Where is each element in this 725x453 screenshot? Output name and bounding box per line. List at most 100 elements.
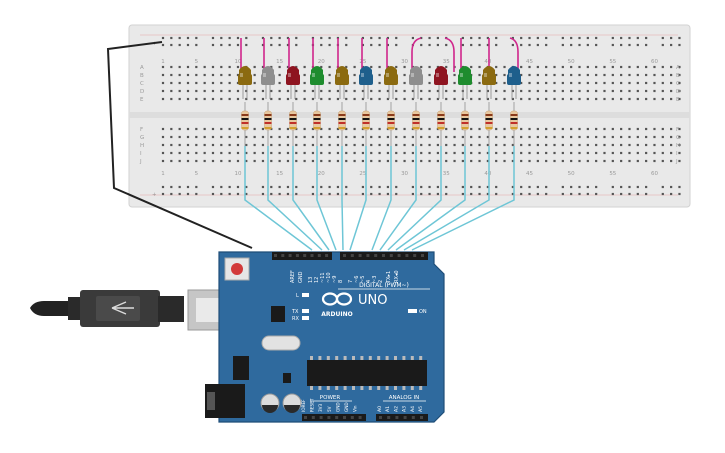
breadboard-hole[interactable] <box>186 192 190 196</box>
breadboard-hole[interactable] <box>670 97 673 101</box>
breadboard-hole[interactable] <box>603 151 606 155</box>
breadboard-hole[interactable] <box>495 159 498 163</box>
breadboard-hole[interactable] <box>211 36 215 40</box>
breadboard-hole[interactable] <box>536 127 539 131</box>
breadboard-hole[interactable] <box>361 185 365 189</box>
breadboard-hole[interactable] <box>311 89 315 93</box>
breadboard-hole[interactable] <box>203 89 206 93</box>
breadboard-hole[interactable] <box>486 151 489 155</box>
breadboard-hole[interactable] <box>495 65 498 69</box>
breadboard-hole[interactable] <box>478 73 481 77</box>
breadboard-hole[interactable] <box>611 97 614 101</box>
breadboard-hole[interactable] <box>520 36 523 40</box>
breadboard-hole[interactable] <box>303 159 306 163</box>
breadboard-hole[interactable] <box>261 143 265 147</box>
breadboard-hole[interactable] <box>220 185 223 189</box>
breadboard-hole[interactable] <box>503 143 506 147</box>
breadboard-hole[interactable] <box>345 185 348 189</box>
breadboard-hole[interactable] <box>420 65 423 69</box>
breadboard-hole[interactable] <box>170 192 173 196</box>
breadboard-hole[interactable] <box>661 89 664 93</box>
resistor[interactable] <box>289 102 297 146</box>
breadboard-hole[interactable] <box>586 97 589 101</box>
breadboard-hole[interactable] <box>228 185 231 189</box>
breadboard-hole[interactable] <box>528 127 531 131</box>
breadboard-hole[interactable] <box>445 97 448 101</box>
header-pin[interactable] <box>317 254 321 257</box>
breadboard-hole[interactable] <box>386 97 390 101</box>
breadboard-hole[interactable] <box>603 127 606 131</box>
breadboard-hole[interactable] <box>670 159 673 163</box>
breadboard-hole[interactable] <box>261 135 265 139</box>
breadboard-hole[interactable] <box>520 143 523 147</box>
breadboard-hole[interactable] <box>286 36 290 40</box>
breadboard-hole[interactable] <box>253 65 256 69</box>
led[interactable] <box>434 66 448 99</box>
breadboard-hole[interactable] <box>486 43 489 47</box>
header-pin[interactable] <box>379 416 382 419</box>
breadboard-hole[interactable] <box>345 143 348 147</box>
breadboard-hole[interactable] <box>628 159 631 163</box>
breadboard-hole[interactable] <box>195 65 198 69</box>
header-pin[interactable] <box>304 416 307 419</box>
breadboard-hole[interactable] <box>411 159 414 163</box>
breadboard-hole[interactable] <box>328 127 331 131</box>
breadboard-hole[interactable] <box>370 135 373 139</box>
breadboard-hole[interactable] <box>211 143 215 147</box>
breadboard-hole[interactable] <box>286 89 290 93</box>
breadboard-hole[interactable] <box>261 36 265 40</box>
signal-wire[interactable] <box>349 146 367 251</box>
breadboard-hole[interactable] <box>245 185 248 189</box>
breadboard-hole[interactable] <box>670 127 673 131</box>
breadboard-hole[interactable] <box>578 36 581 40</box>
breadboard-hole[interactable] <box>461 185 464 189</box>
breadboard-hole[interactable] <box>678 185 681 189</box>
breadboard-hole[interactable] <box>370 97 373 101</box>
breadboard-hole[interactable] <box>428 143 431 147</box>
breadboard-hole[interactable] <box>411 65 414 69</box>
breadboard-hole[interactable] <box>670 185 673 189</box>
breadboard-hole[interactable] <box>453 89 456 93</box>
breadboard-hole[interactable] <box>303 81 306 85</box>
breadboard-hole[interactable] <box>328 185 331 189</box>
breadboard-hole[interactable] <box>411 36 414 40</box>
header-pin[interactable] <box>413 254 417 257</box>
breadboard-hole[interactable] <box>453 159 456 163</box>
breadboard-hole[interactable] <box>620 73 623 77</box>
breadboard-hole[interactable] <box>395 135 398 139</box>
breadboard-hole[interactable] <box>595 43 598 47</box>
breadboard-hole[interactable] <box>178 143 181 147</box>
breadboard-hole[interactable] <box>211 159 215 163</box>
breadboard-hole[interactable] <box>486 89 489 93</box>
breadboard-hole[interactable] <box>345 135 348 139</box>
breadboard-hole[interactable] <box>178 185 181 189</box>
reset-button[interactable] <box>231 263 243 275</box>
breadboard-hole[interactable] <box>511 89 514 93</box>
breadboard-hole[interactable] <box>586 127 589 131</box>
breadboard-hole[interactable] <box>620 127 623 131</box>
breadboard-hole[interactable] <box>636 81 639 85</box>
breadboard-hole[interactable] <box>361 192 365 196</box>
breadboard-hole[interactable] <box>453 73 456 77</box>
resistor[interactable] <box>485 102 493 146</box>
breadboard-hole[interactable] <box>220 143 223 147</box>
breadboard-hole[interactable] <box>295 135 298 139</box>
breadboard-hole[interactable] <box>278 89 281 93</box>
breadboard-hole[interactable] <box>378 135 381 139</box>
breadboard-hole[interactable] <box>620 192 623 196</box>
power-header[interactable] <box>302 414 366 421</box>
breadboard-hole[interactable] <box>228 65 231 69</box>
breadboard-hole[interactable] <box>578 73 581 77</box>
breadboard-hole[interactable] <box>211 81 215 85</box>
breadboard-hole[interactable] <box>628 135 631 139</box>
breadboard-hole[interactable] <box>536 81 539 85</box>
breadboard-hole[interactable] <box>495 185 498 189</box>
breadboard-hole[interactable] <box>411 192 414 196</box>
breadboard-hole[interactable] <box>378 36 381 40</box>
breadboard-hole[interactable] <box>345 159 348 163</box>
breadboard-hole[interactable] <box>170 73 173 77</box>
signal-wires[interactable] <box>244 146 515 251</box>
breadboard-hole[interactable] <box>553 97 556 101</box>
signal-wire[interactable] <box>387 146 442 251</box>
breadboard-hole[interactable] <box>403 89 406 93</box>
